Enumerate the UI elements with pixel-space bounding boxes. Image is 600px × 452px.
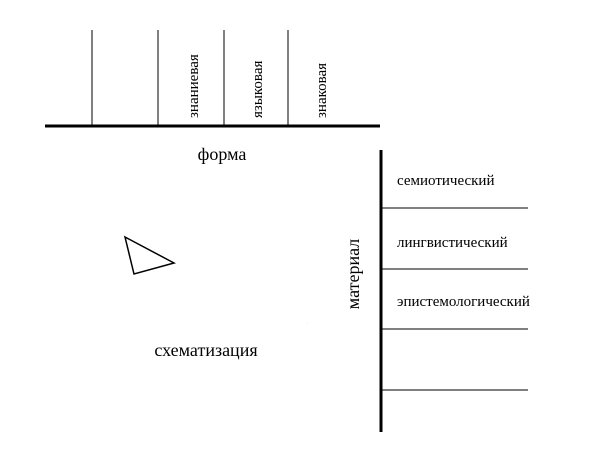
material-row-label: лингвистический bbox=[397, 235, 508, 251]
material-row-label: эпистемологический bbox=[397, 294, 530, 310]
form-block: знаниевая языковая знаковая форма bbox=[45, 30, 380, 164]
form-label: форма bbox=[198, 144, 247, 164]
material-row-label: семиотический bbox=[397, 173, 494, 189]
form-column-label: языковая bbox=[250, 61, 266, 118]
material-label: материал bbox=[343, 239, 363, 309]
form-column-label: знаниевая bbox=[186, 54, 202, 118]
material-block: семиотический лингвистический эпистемоло… bbox=[343, 150, 530, 432]
form-column-label: знаковая bbox=[314, 63, 330, 118]
process-label: схематизация bbox=[154, 340, 257, 360]
schematization-arrow-icon bbox=[123, 199, 316, 324]
